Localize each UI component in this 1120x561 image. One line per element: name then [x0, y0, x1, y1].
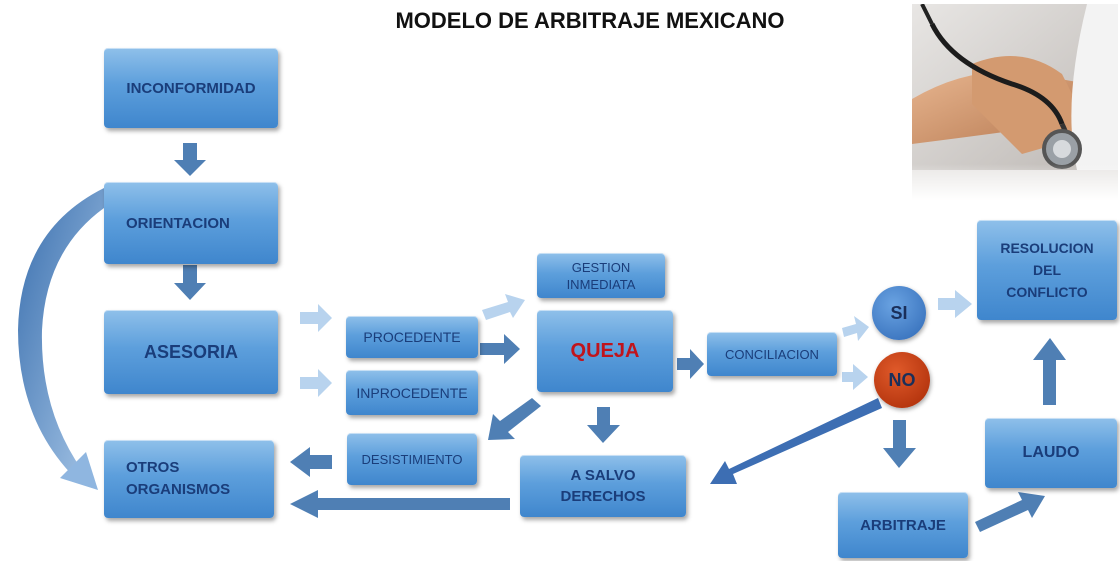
arrow-asesoria-procedente: [300, 304, 332, 332]
arrow-queja-conciliacion: [677, 349, 704, 379]
arrow-inconformidad-orientacion: [174, 143, 206, 176]
node-inprocedente: INPROCEDENTE: [346, 370, 478, 415]
arrow-conciliacion-no: [842, 364, 868, 390]
node-arbitraje: ARBITRAJE: [838, 492, 968, 558]
arrow-si-resolucion: [938, 290, 972, 318]
node-conciliacion: CONCILIACION: [707, 332, 837, 376]
node-laudo: LAUDO: [985, 418, 1117, 488]
node-no: NO: [874, 352, 930, 408]
arrow-asalvo-otros: [290, 490, 510, 518]
node-resolucion-del-conflicto: RESOLUCION DEL CONFLICTO: [977, 220, 1117, 320]
arrow-queja-asalvo: [587, 407, 620, 443]
node-a-salvo-derechos: A SALVO DERECHOS: [520, 455, 686, 517]
handshake-stethoscope-photo: [912, 4, 1118, 200]
arrow-orientacion-asesoria: [174, 265, 206, 300]
node-desistimiento: DESISTIMIENTO: [347, 433, 477, 485]
node-orientacion: ORIENTACION: [104, 182, 278, 264]
node-queja: QUEJA: [537, 310, 673, 392]
arrow-queja-desistimiento: [488, 398, 541, 440]
arrow-laudo-resolucion: [1033, 338, 1066, 405]
arrow-arbitraje-laudo: [975, 492, 1045, 532]
arrow-procedente-gestion: [482, 294, 525, 320]
arrow-desistimiento-otros: [290, 447, 332, 477]
node-si: SI: [872, 286, 926, 340]
curved-arrow-head: [60, 452, 98, 490]
arrow-no-asalvo: [710, 398, 882, 484]
curved-arrow-orientacion-otros: [18, 188, 104, 478]
arrow-asesoria-inprocedente: [300, 369, 332, 397]
node-otros-organismos: OTROS ORGANISMOS: [104, 440, 274, 518]
node-inconformidad: INCONFORMIDAD: [104, 48, 278, 128]
node-procedente: PROCEDENTE: [346, 316, 478, 358]
arrow-conciliacion-si: [842, 316, 869, 341]
arrow-procedente-queja: [480, 334, 520, 364]
node-asesoria: ASESORIA: [104, 310, 278, 394]
node-gestion-inmediata: GESTION INMEDIATA: [537, 253, 665, 298]
arrow-no-arbitraje: [883, 420, 916, 468]
diagram-title: MODELO DE ARBITRAJE MEXICANO: [395, 8, 785, 33]
